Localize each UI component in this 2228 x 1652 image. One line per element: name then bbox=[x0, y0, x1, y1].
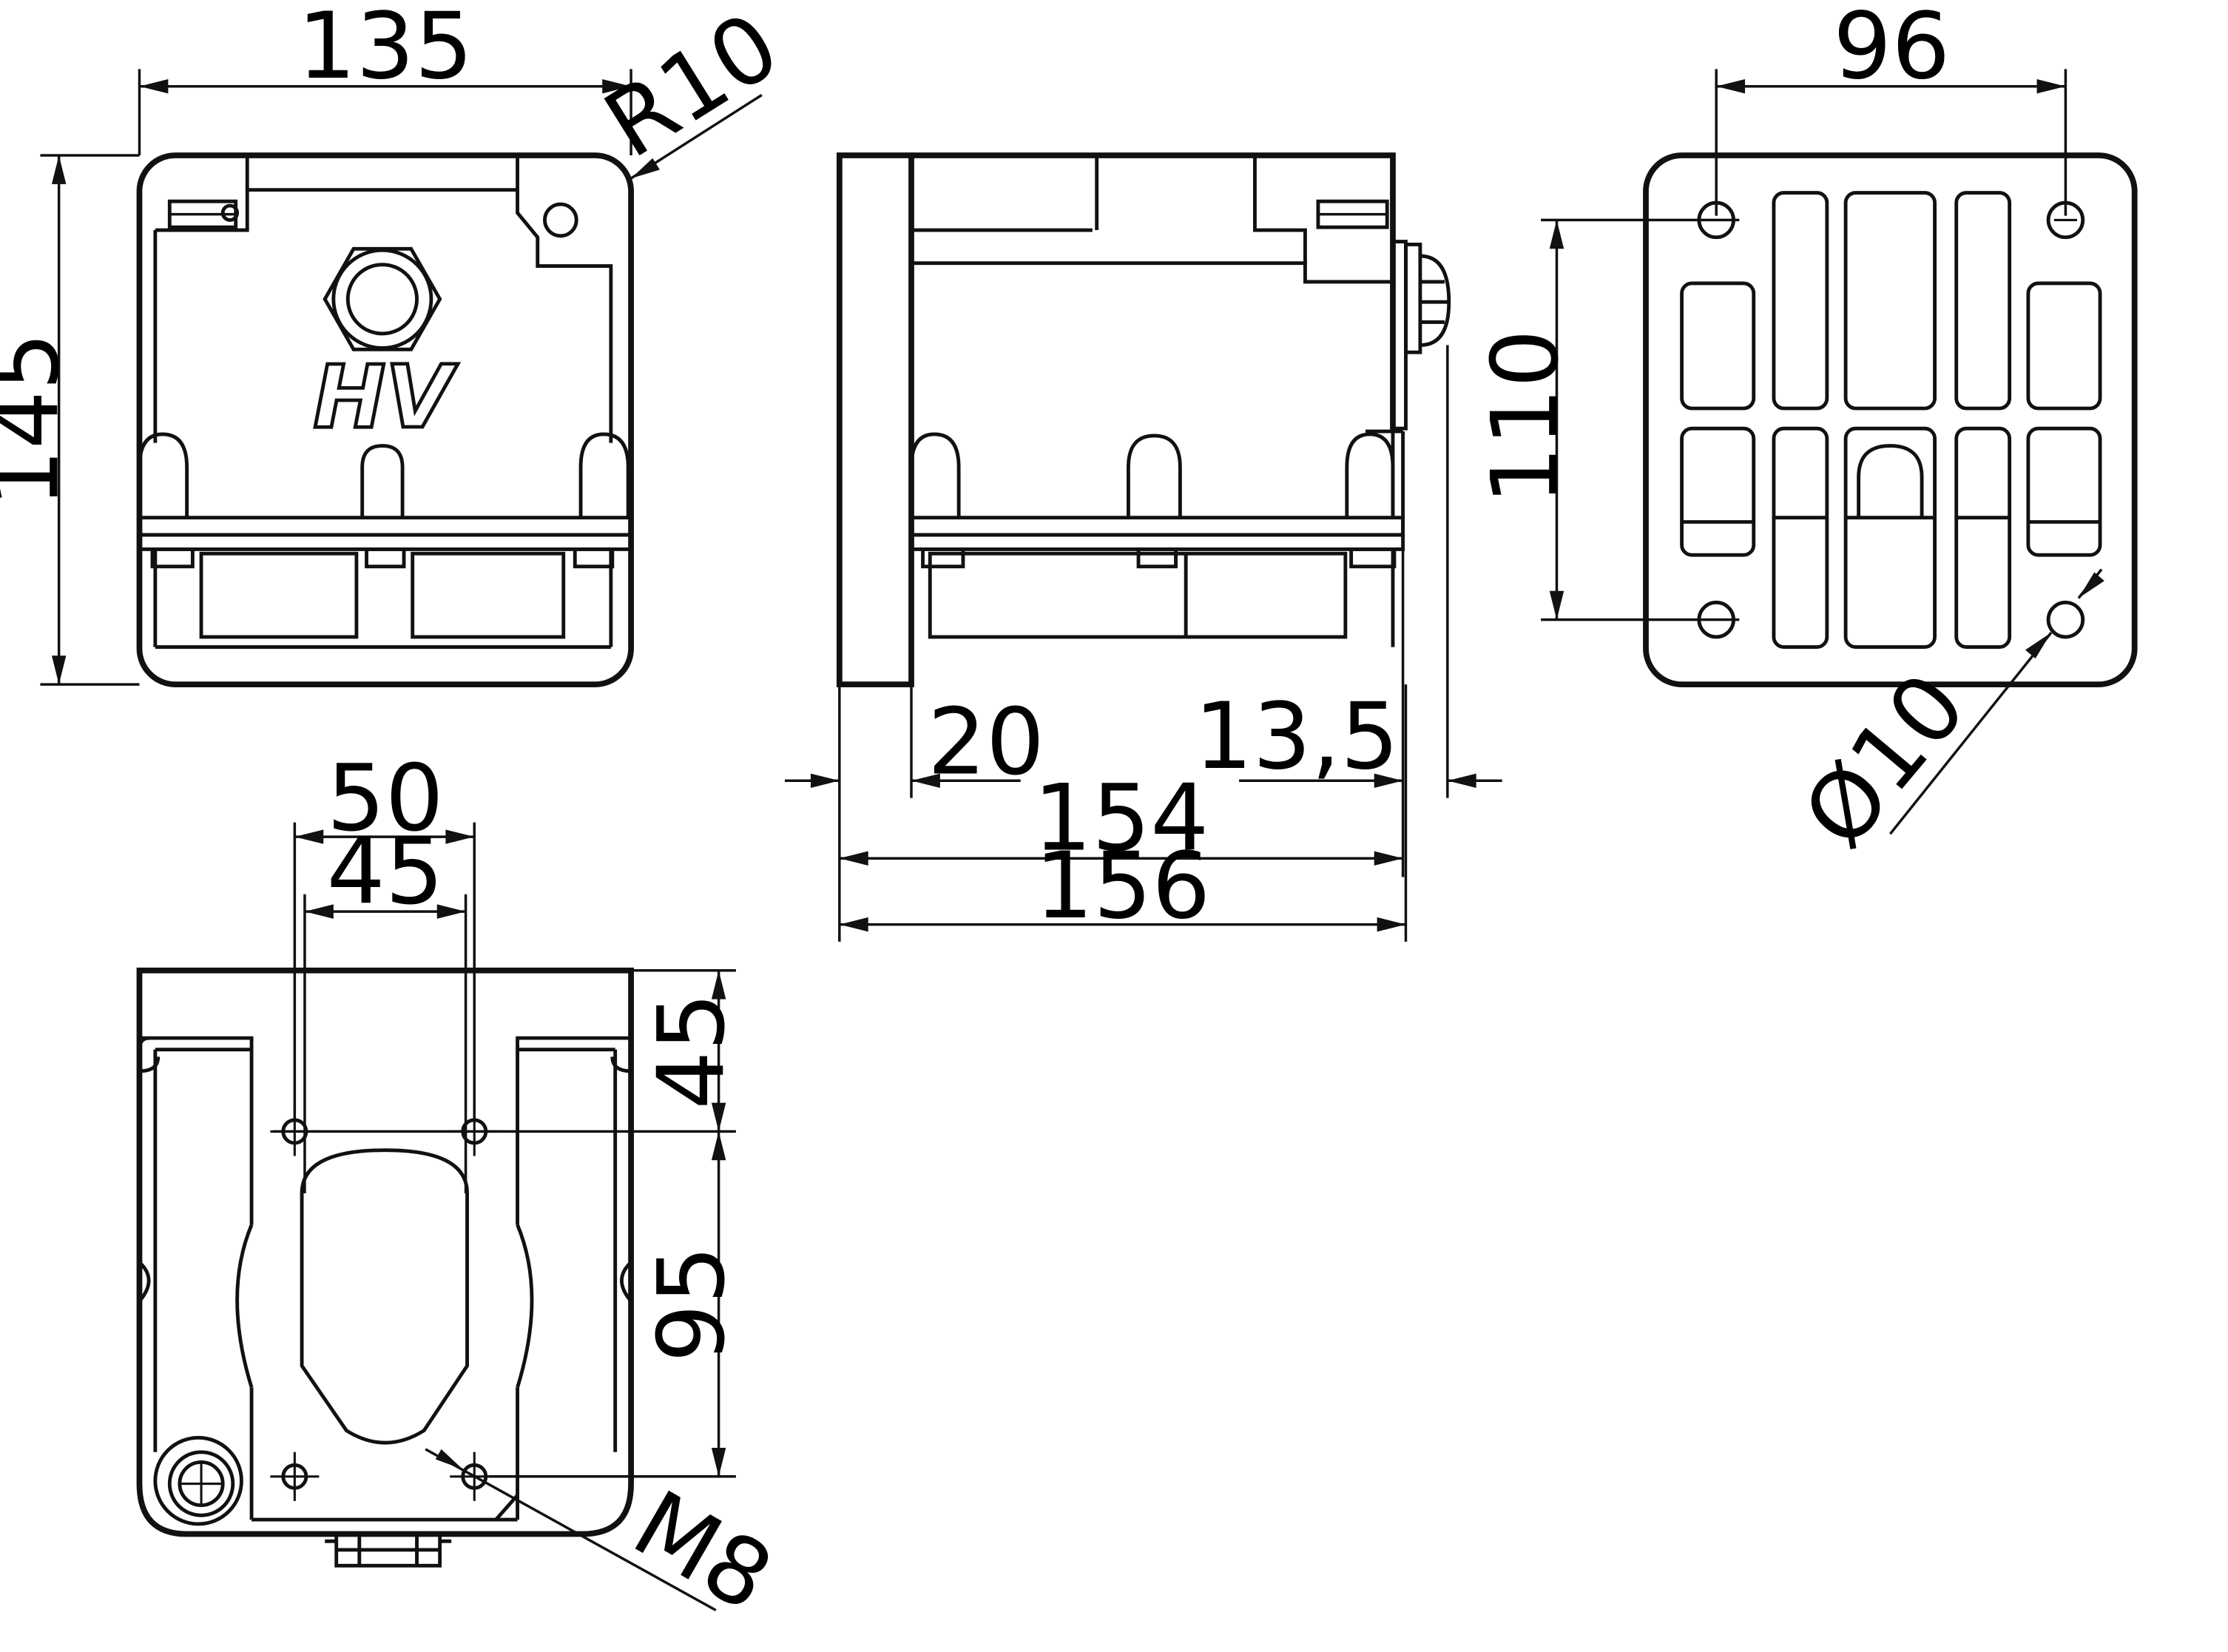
dim-13-5: 13,5 bbox=[1194, 684, 1399, 790]
dim-145: 145 bbox=[0, 332, 80, 508]
front-dimensions: 135 145 R10 bbox=[0, 0, 797, 686]
dim-r10: R10 bbox=[587, 0, 797, 179]
dim-50: 50 bbox=[327, 745, 444, 852]
bottom-dimensions: 50 45 45 95 M8 bbox=[273, 745, 789, 1632]
dim-96: 96 bbox=[1833, 0, 1950, 100]
dim-110: 110 bbox=[1473, 329, 1579, 505]
dim-45-vertical: 45 bbox=[638, 992, 745, 1109]
front-view: HV bbox=[136, 152, 634, 687]
side-view bbox=[836, 152, 1451, 687]
rear-view bbox=[1643, 152, 2138, 687]
dim-95: 95 bbox=[638, 1245, 745, 1362]
hv-logo: HV bbox=[314, 348, 459, 448]
dim-135: 135 bbox=[297, 0, 473, 100]
dim-m8: M8 bbox=[616, 1471, 789, 1632]
bottom-view bbox=[136, 967, 634, 1568]
dim-45-horizontal: 45 bbox=[327, 818, 444, 925]
dim-154: 154 bbox=[1033, 766, 1209, 872]
dim-156: 156 bbox=[1035, 833, 1210, 940]
dim-20: 20 bbox=[928, 690, 1044, 796]
side-dimensions: 20 13,5 154 156 bbox=[785, 345, 1502, 942]
